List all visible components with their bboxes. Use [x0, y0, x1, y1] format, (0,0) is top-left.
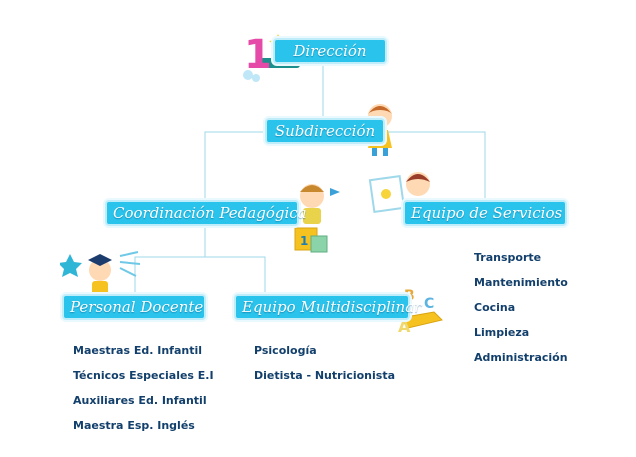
list-item: Psicología	[254, 344, 317, 357]
connector-line	[134, 256, 266, 292]
svg-text:C: C	[424, 296, 434, 312]
node-personal-docente: Personal Docente	[62, 294, 206, 320]
list-item: Mantenimiento	[474, 276, 568, 289]
drawing-girl-icon	[368, 172, 430, 214]
node-direccion: Dirección	[273, 38, 387, 64]
list-item: Maestras Ed. Infantil	[73, 344, 203, 357]
list-item: Administración	[474, 351, 568, 364]
svg-text:1: 1	[300, 234, 308, 248]
node-equipo-multidisciplinar: Equipo Multidisciplinar	[234, 294, 421, 320]
list-personal-docente: Maestras Ed. Infantil Técnicos Especiale…	[73, 343, 214, 443]
list-item: Técnicos Especiales E.I	[73, 369, 214, 382]
boy-icon	[300, 184, 340, 224]
list-item: Dietista - Nutricionista	[254, 369, 396, 382]
list-equipo-multidisciplinar: Psicología Dietista - Nutricionista	[254, 343, 395, 393]
list-item: Transporte	[474, 251, 542, 264]
svg-text:A: A	[398, 317, 411, 336]
list-item: Limpieza	[474, 326, 530, 339]
node-coordinacion-pedagogica: Coordinación Pedagógica	[105, 200, 307, 226]
list-item: Maestra Esp. Inglés	[73, 419, 195, 432]
list-item: Auxiliares Ed. Infantil	[73, 394, 207, 407]
list-item: Cocina	[474, 301, 516, 314]
node-subdireccion: Subdirección	[265, 118, 385, 144]
graduate-icon	[60, 251, 141, 295]
blocks-icon: 1	[294, 227, 328, 253]
node-equipo-servicios: Equipo de Servicios	[403, 200, 567, 226]
list-equipo-servicios: Transporte Mantenimiento Cocina Limpieza…	[474, 250, 568, 375]
